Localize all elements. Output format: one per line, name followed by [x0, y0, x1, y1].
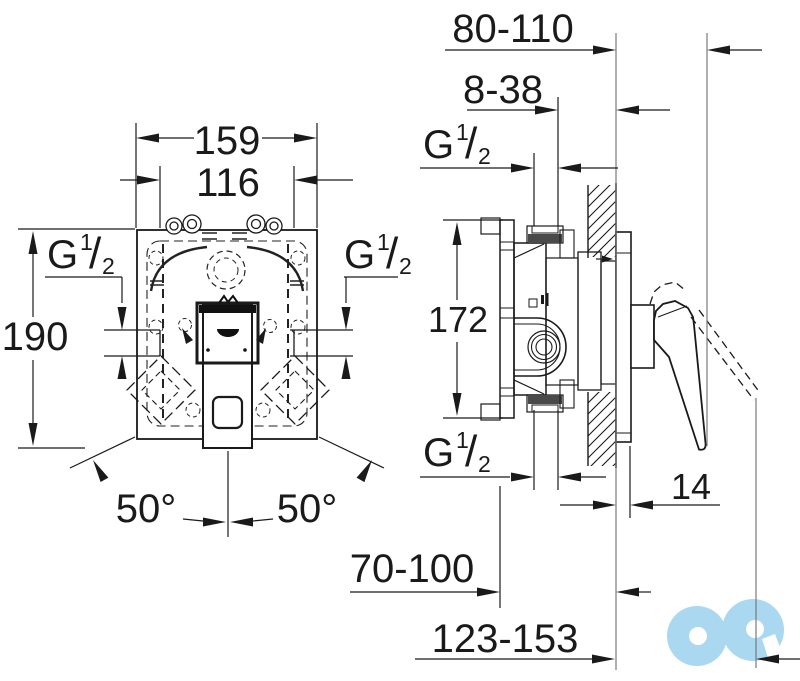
- front-view: 159 116 190 50° 50° G 1 / 2 G 1 / 2: [2, 119, 412, 537]
- svg-text:1: 1: [80, 229, 93, 255]
- svg-text:/: /: [386, 229, 399, 278]
- dim-body-height: 172: [428, 299, 488, 340]
- svg-text:2: 2: [102, 253, 115, 279]
- dim-width-inner: 116: [196, 161, 260, 205]
- dim-finish-range: 8-38: [463, 68, 543, 112]
- svg-text:/: /: [465, 427, 478, 476]
- dim-width-outer: 159: [194, 119, 261, 163]
- logo-notch: [762, 634, 782, 658]
- svg-text:2: 2: [399, 253, 412, 279]
- escutcheon-and-lever-side: [615, 231, 761, 451]
- g-half-label-side-bottom: G 1 / 2: [423, 427, 491, 477]
- brand-mark: [217, 329, 239, 337]
- side-dimension-lines: [350, 49, 800, 660]
- g-half-label-front-left: G 1 / 2: [47, 229, 115, 279]
- valve-body-side: [480, 217, 617, 421]
- dim-angle-left: 50°: [116, 487, 177, 531]
- angle-indicator: [69, 436, 385, 537]
- flow-direction-arrow: [602, 255, 613, 263]
- handle-top-marks: [218, 294, 239, 304]
- side-ports: [104, 329, 353, 357]
- extension-lines: [615, 33, 757, 670]
- svg-text:G: G: [344, 233, 375, 277]
- front-dimension-arrows: [28, 133, 351, 446]
- svg-text:1: 1: [377, 229, 390, 255]
- dim-depth-range: 80-110: [452, 7, 574, 51]
- g-half-label-front-right: G 1 / 2: [344, 229, 412, 279]
- rough-in-box-inner-details: [146, 232, 308, 427]
- side-port-diamonds: [126, 355, 330, 425]
- fixing-screws: [165, 214, 283, 235]
- g-half-label-side-top: G 1 / 2: [423, 119, 491, 169]
- lever-side-solid: [653, 300, 707, 451]
- dim-depth-total-range: 123-153: [432, 617, 579, 661]
- watermark-logo: [667, 599, 784, 666]
- svg-text:2: 2: [478, 143, 491, 169]
- svg-text:1: 1: [456, 427, 469, 453]
- svg-text:/: /: [465, 119, 478, 168]
- dim-height: 190: [2, 315, 69, 359]
- lever-handle-front: [195, 294, 260, 449]
- side-view: 80-110 8-38 172 14 70-100 123-153 G 1 / …: [350, 7, 800, 670]
- svg-text:2: 2: [478, 451, 491, 477]
- lever-side-dashed-position: [649, 281, 761, 401]
- svg-text:G: G: [423, 431, 454, 475]
- dim-angle-right: 50°: [277, 487, 338, 531]
- side-dimension-arrows: [452, 45, 779, 664]
- svg-text:G: G: [423, 123, 454, 167]
- svg-text:/: /: [89, 229, 102, 278]
- dim-plate-offset: 14: [671, 466, 711, 507]
- handle-cutout: [211, 395, 244, 430]
- dim-depth-min-range: 70-100: [350, 547, 475, 591]
- svg-text:G: G: [47, 233, 78, 277]
- svg-text:1: 1: [456, 119, 469, 145]
